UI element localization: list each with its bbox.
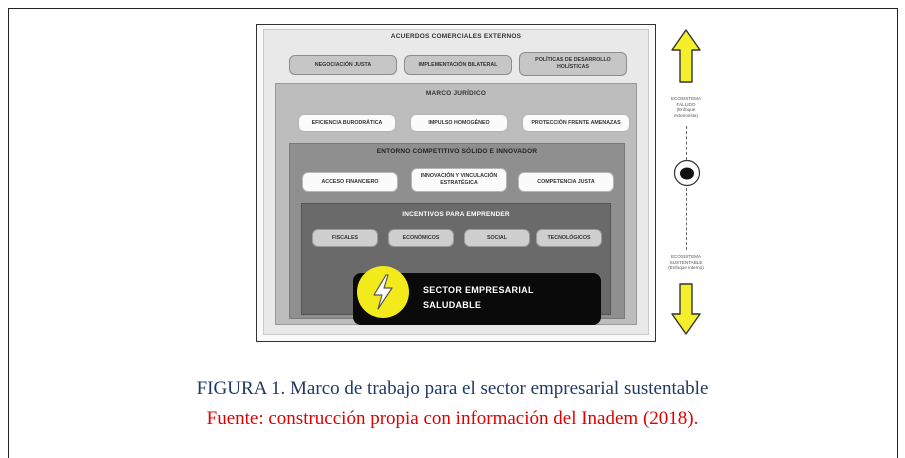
top-label-line: (Enfoque — [676, 107, 696, 113]
layer-title: MARCO JURÍDICO — [425, 90, 487, 97]
lightning-bolt-icon — [357, 266, 409, 318]
item-eficiencia: EFICIENCIA BURODRÁTICA — [298, 114, 396, 132]
top-label-line: FALLIDO — [676, 101, 696, 107]
item-fiscales: FISCALES — [312, 229, 378, 247]
figure-frame — [8, 8, 898, 458]
item-negociacion-justa: NEGOCIACIÓN JUSTA — [289, 55, 397, 75]
item-proteccion: PROTECCIÓN FRENTE AMENAZAS — [522, 114, 630, 132]
item-tecnologicos: TECNOLÓGICOS — [536, 229, 602, 247]
item-implementacion-bilateral: IMPLEMENTACIÓN BILATERAL — [404, 55, 512, 75]
figure-caption: FIGURA 1. Marco de trabajo para el secto… — [196, 378, 709, 399]
item-economicos: ECONÓMICOS — [388, 229, 454, 247]
sector-label: SECTOR EMPRESARIAL SALUDABLE — [423, 283, 583, 313]
item-politicas-desarrollo: POLÍTICAS DE DESARROLLO HOLÍSTICAS — [519, 52, 627, 76]
ecosistema-fallido-label: ECOSISTEMA FALLIDO (Enfoque exteriorista… — [660, 96, 712, 119]
top-label-line: exteriorista) — [674, 113, 698, 119]
figure-source: Fuente: construcción propia con informac… — [206, 408, 699, 429]
up-arrow-icon — [671, 29, 701, 83]
ecosistema-sustentable-label: ECOSISTEMA SUSTENTABLE (Enfoque interno) — [660, 254, 712, 271]
layer-title: INCENTIVOS PARA EMPRENDER — [402, 211, 510, 218]
layer-title: ACUERDOS COMERCIALES EXTERNOS — [390, 33, 522, 40]
position-marker-icon — [673, 159, 701, 187]
top-label-line: ECOSISTEMA — [670, 96, 702, 101]
bottom-label-line: SUSTENTABLE — [669, 259, 703, 265]
sector-label-line1: SECTOR EMPRESARIAL — [423, 285, 534, 295]
down-arrow-icon — [671, 283, 701, 335]
sector-label-line2: SALUDABLE — [423, 300, 482, 310]
layer-title: ENTORNO COMPETITIVO SÓLIDO E INNOVADOR — [376, 148, 538, 155]
item-competencia-justa: COMPETENCIA JUSTA — [518, 172, 614, 192]
item-impulso-homogeneo: IMPULSO HOMOGÉNEO — [410, 114, 508, 132]
scale-line-bottom — [686, 188, 687, 250]
bottom-label-line: ECOSISTEMA — [670, 254, 702, 259]
framework-diagram: ACUERDOS COMERCIALES EXTERNOS NEGOCIACIÓ… — [256, 24, 656, 342]
bottom-label-line: (Enfoque interno) — [668, 265, 704, 271]
scale-line-top — [686, 126, 687, 160]
item-innovacion: INNOVACIÓN Y VINCULACIÓN ESTRATÉGICA — [411, 168, 507, 192]
item-social: SOCIAL — [464, 229, 530, 247]
item-acceso-financiero: ACCESO FINANCIERO — [302, 172, 398, 192]
